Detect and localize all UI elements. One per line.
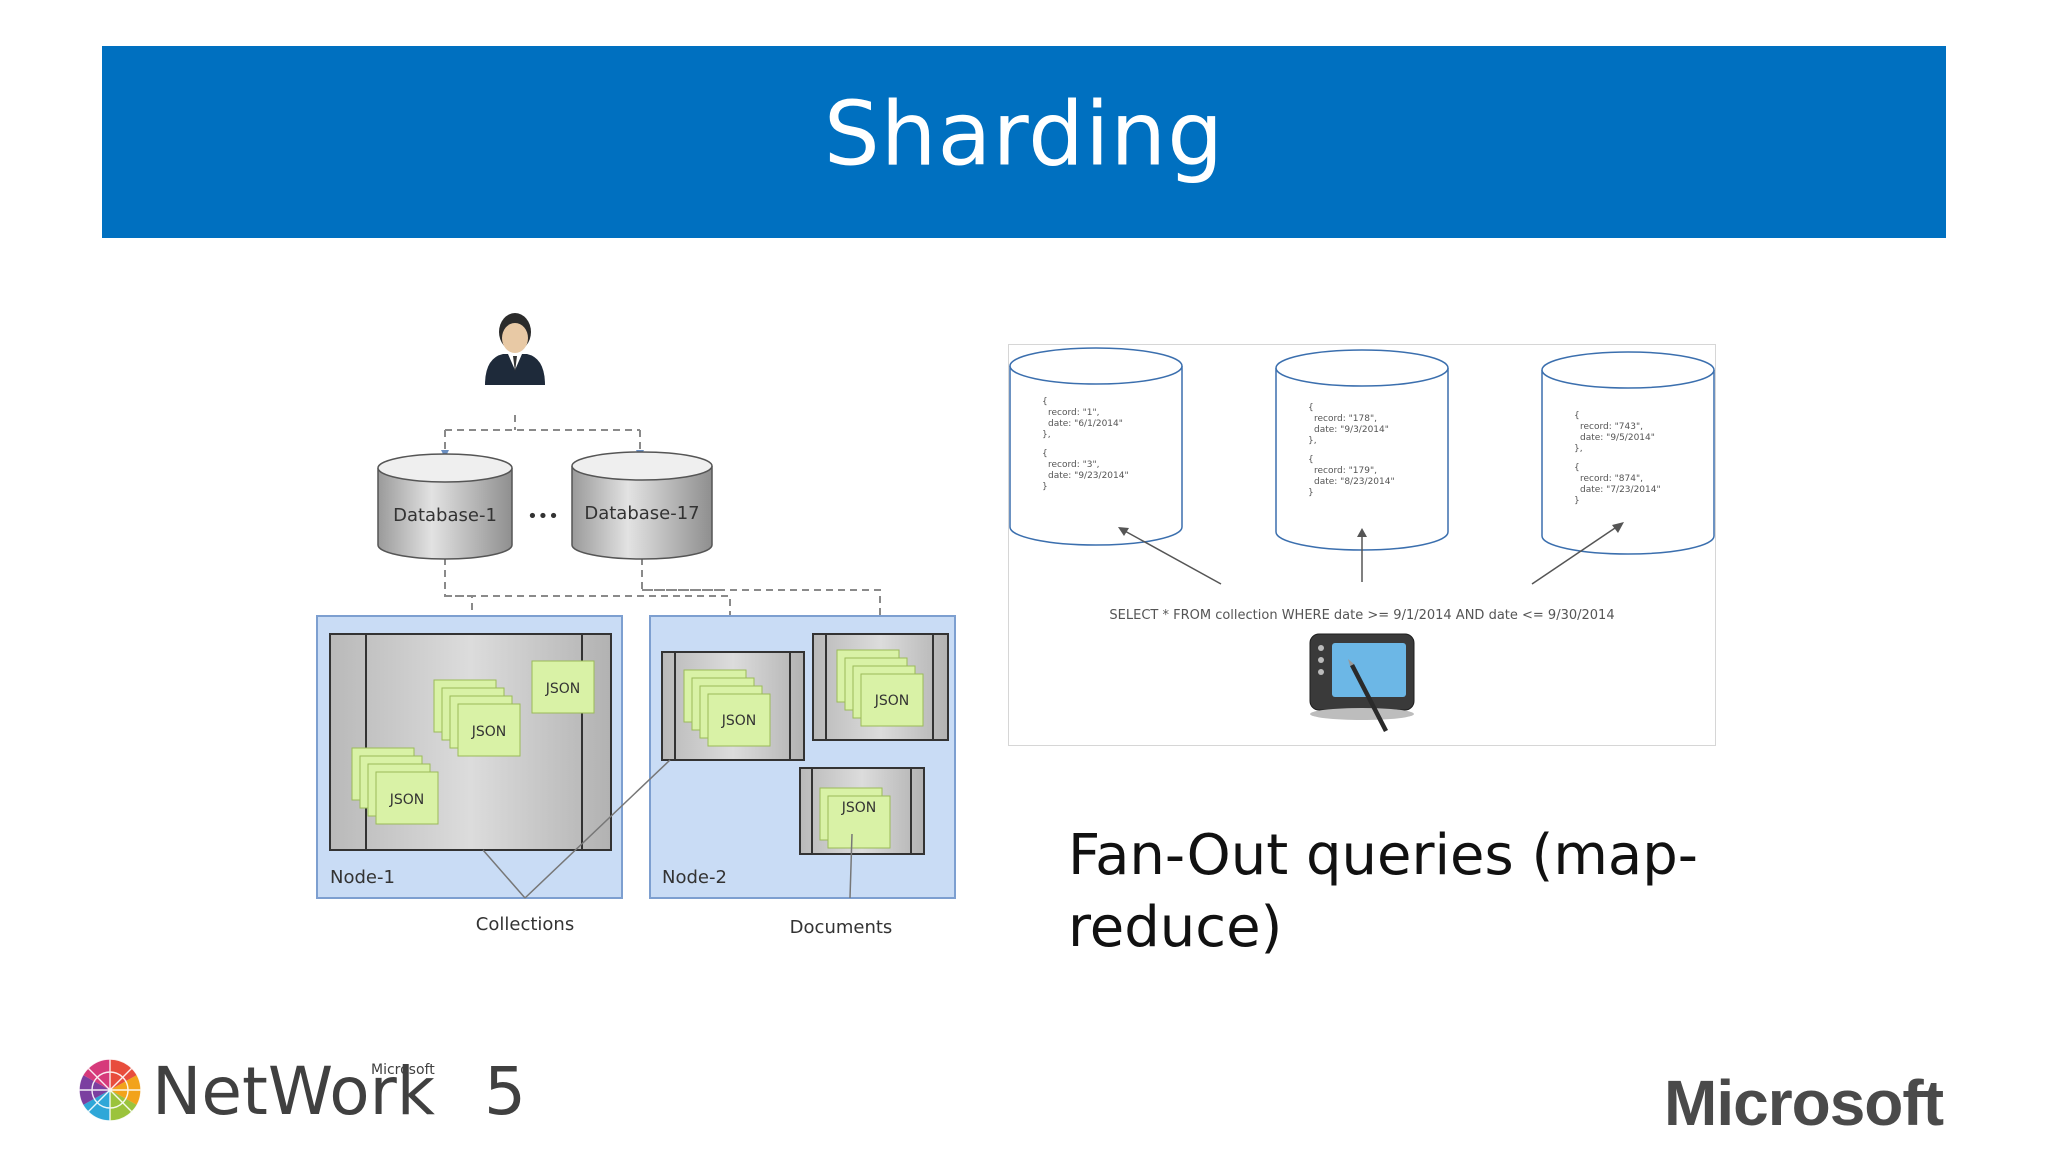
shard-record-line: date: "8/23/2014" [1314,477,1395,487]
shard-record-line: date: "6/1/2014" [1048,419,1123,429]
title-bar: Sharding [102,46,1946,238]
user-icon [485,313,545,385]
database-17-cylinder: Database-17 [571,451,713,560]
tablet-pen-icon [1309,633,1415,732]
shard-record-line: record: "874", [1580,474,1643,484]
json-stack: JSON [819,787,891,849]
database-1-label: Database-1 [393,505,497,526]
shard-record-line: record: "178", [1314,414,1377,424]
shard-record-line: { [1308,455,1314,465]
shard-record-line: record: "179", [1314,466,1377,476]
shard-record-line: date: "9/3/2014" [1314,425,1389,435]
fan-out-query-diagram: {record: "1",date: "6/1/2014"},{record: … [1008,344,1716,746]
shard-record-line: record: "3", [1048,460,1100,470]
database-1-cylinder: Database-1 [377,453,513,560]
network5-logo: NetWork Microsoft 5 [78,1053,526,1130]
shard-record-line: record: "1", [1048,408,1100,418]
node-2-box: Node-2 [649,615,956,899]
shard-1-cylinder: {record: "1",date: "6/1/2014"},{record: … [1009,347,1183,546]
microsoft-logo-text: Microsoft [1664,1067,1944,1139]
json-stack: JSON [531,660,595,714]
database-17-label: Database-17 [584,503,699,524]
json-stack: JSON [836,649,924,727]
node-1-label: Node-1 [330,867,395,888]
svg-text:JSON: JSON [389,792,425,808]
shard-2-cylinder: {record: "178",date: "9/3/2014"},{record… [1275,349,1449,551]
shard-record-line: } [1042,482,1048,492]
shard-record-line: record: "743", [1580,422,1643,432]
documents-callout: Documents [790,917,893,938]
shard-record-line: { [1574,411,1580,421]
shard-record-line: { [1042,449,1048,459]
svg-text:JSON: JSON [721,713,757,729]
slide-title: Sharding [823,82,1225,186]
svg-text:JSON: JSON [545,681,581,697]
fan-out-caption: Fan-Out queries (map- reduce) [1068,820,1768,964]
fan-out-caption-line-2: reduce) [1068,895,1283,960]
collections-callout: Collections [476,914,574,935]
json-stack: JSON [351,747,439,825]
shard-record-line: }, [1308,436,1317,446]
svg-text:JSON: JSON [471,724,507,740]
shard-record-line: date: "9/23/2014" [1048,471,1129,481]
sharding-architecture-diagram: Database-1 ••• Database-17 Node-1 Node-2… [316,313,956,938]
fan-out-caption-line-1: Fan-Out queries (map- [1068,823,1698,888]
fan-out-query-text: SELECT * FROM collection WHERE date >= 9… [1109,608,1614,623]
shard-record-line: } [1574,496,1580,506]
network-number-text: 5 [484,1053,526,1130]
shard-3-cylinder: {record: "743",date: "9/5/2014"},{record… [1541,351,1715,555]
ellipsis: ••• [527,506,559,527]
shard-record-line: { [1042,397,1048,407]
shard-record-line: date: "7/23/2014" [1580,485,1661,495]
network5-globe-icon [78,1058,142,1122]
shard-record-line: }, [1042,430,1051,440]
shard-record-line: { [1308,403,1314,413]
shard-record-line: } [1308,488,1314,498]
json-stack: JSON [683,669,771,747]
network-brand-text: NetWork [152,1053,436,1130]
shard-record-line: }, [1574,444,1583,454]
shard-record-line: date: "9/5/2014" [1580,433,1655,443]
node-2-label: Node-2 [662,867,727,888]
shard-record-line: { [1574,463,1580,473]
svg-text:JSON: JSON [841,800,877,816]
json-stack: JSON [433,679,521,757]
network-super-text: Microsoft [371,1062,435,1078]
svg-text:JSON: JSON [874,693,910,709]
